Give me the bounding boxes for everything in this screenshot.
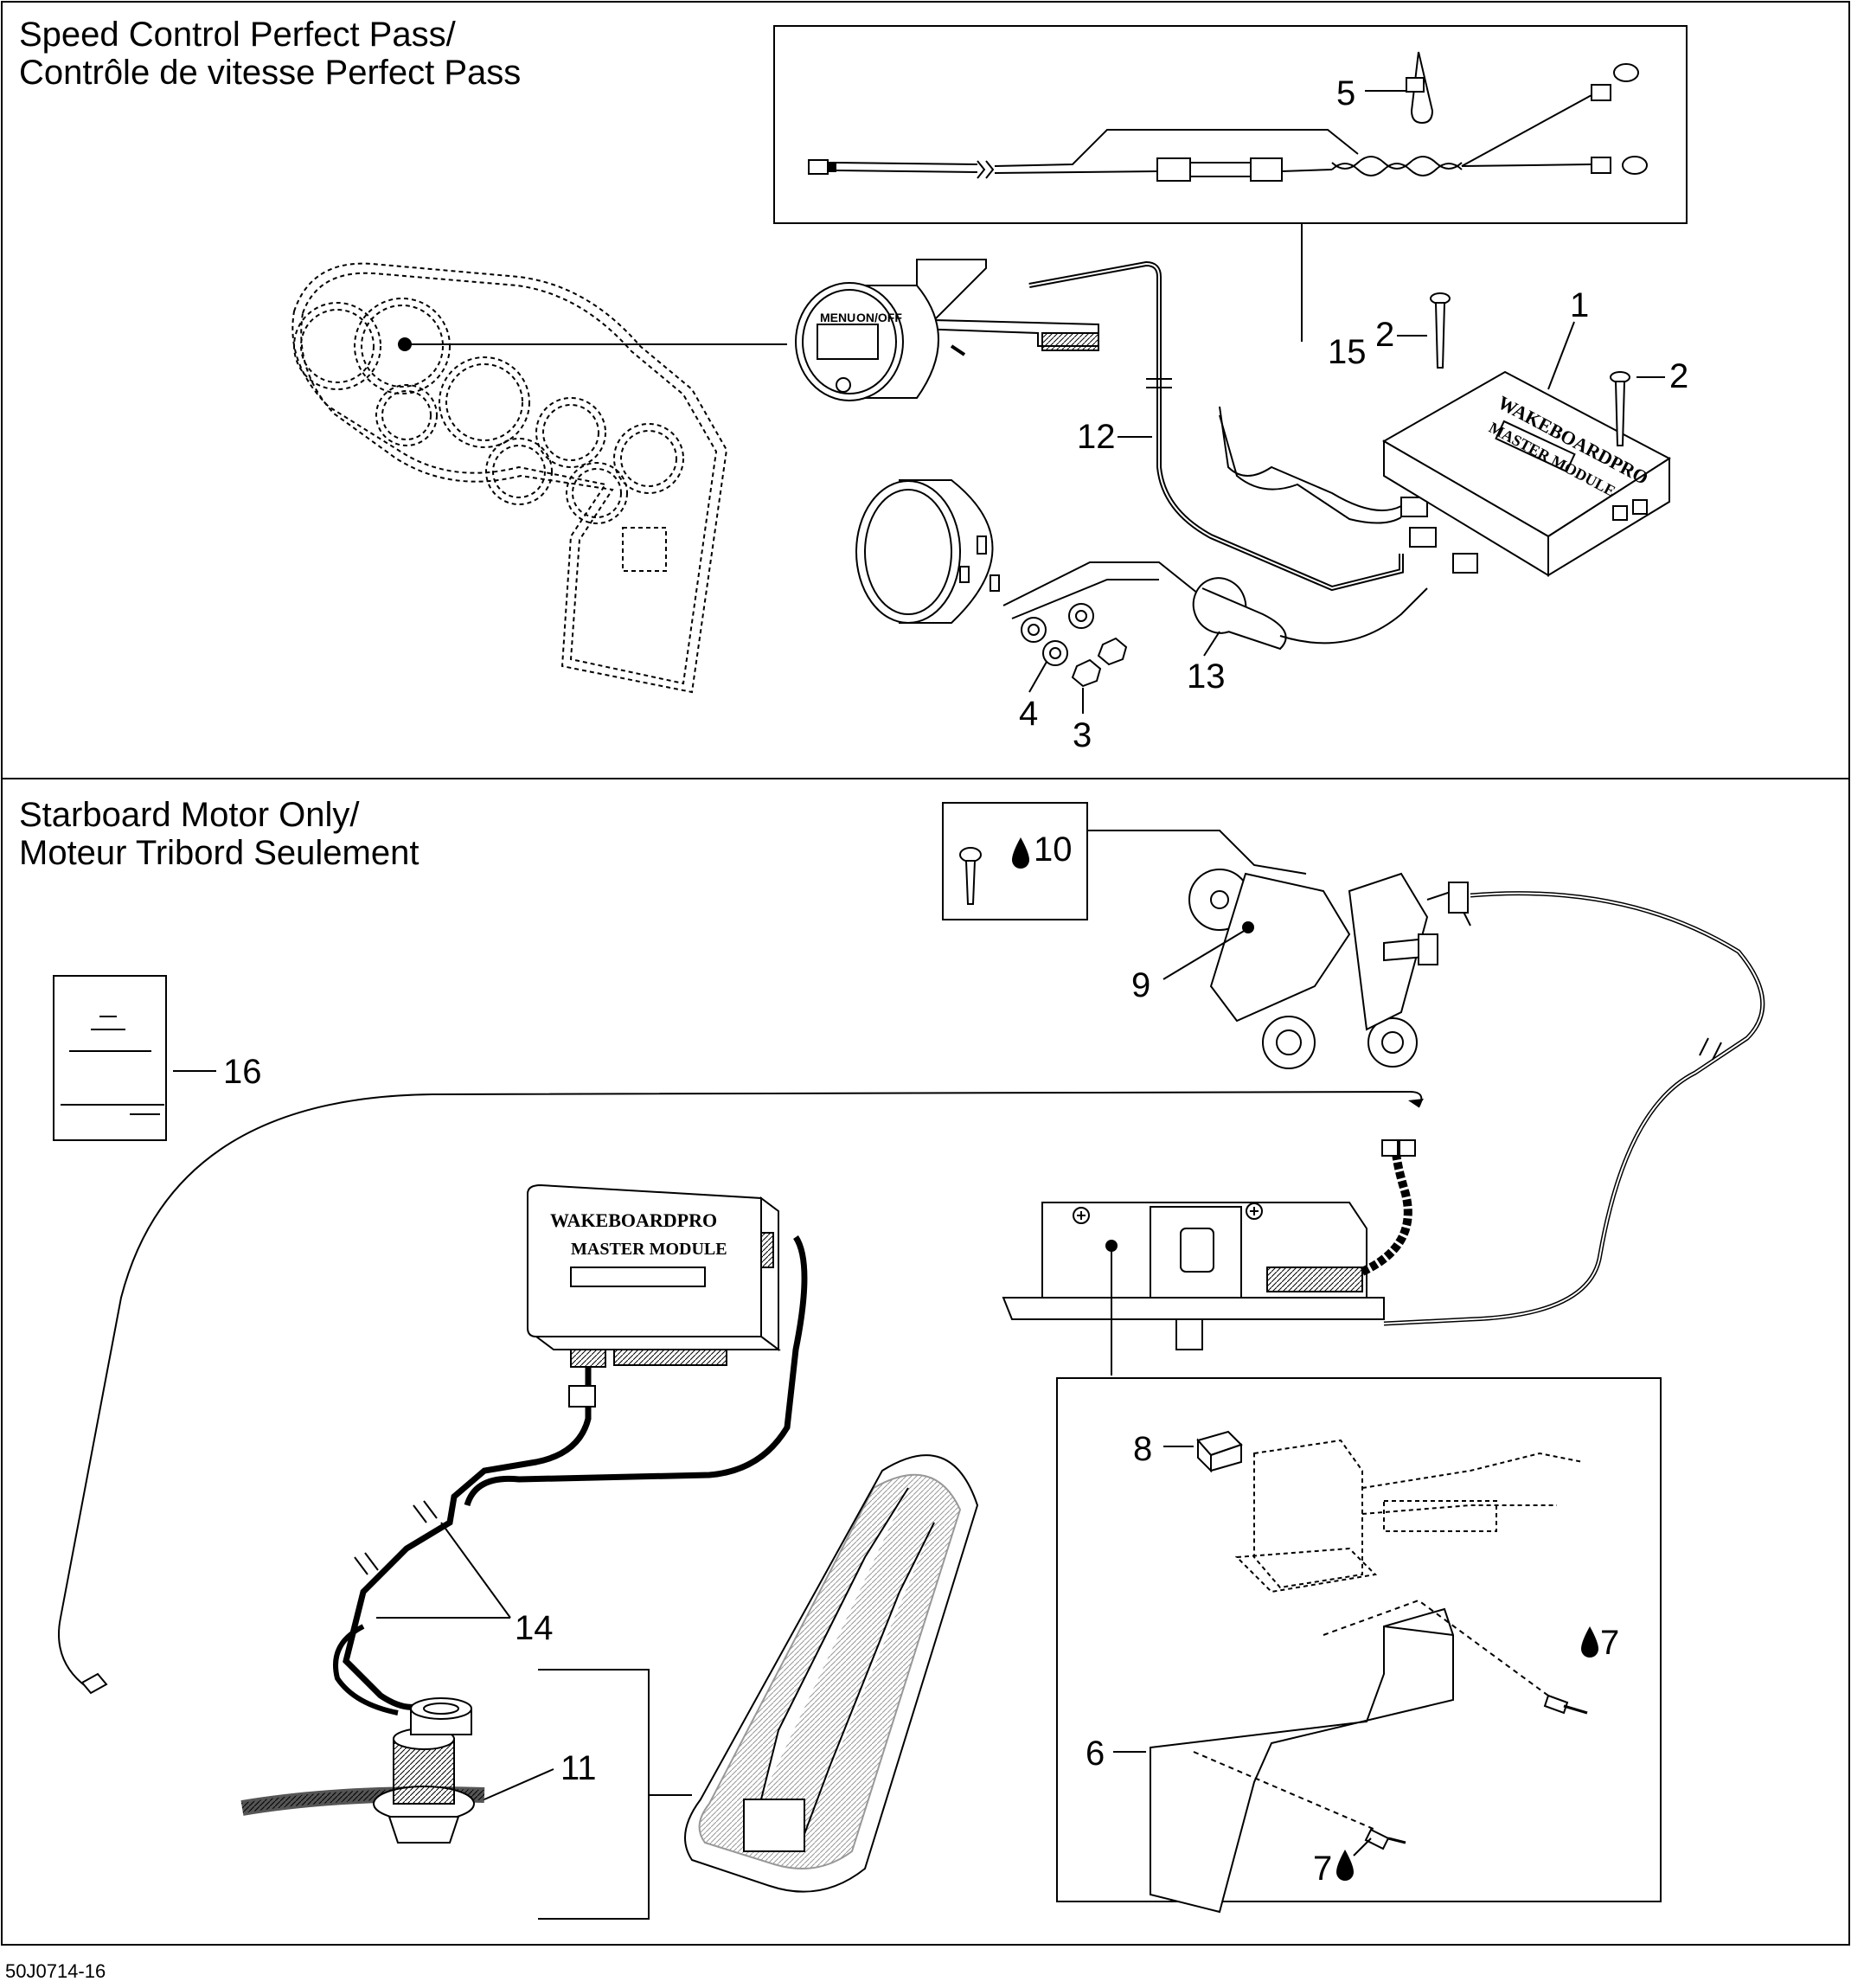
screw-2a (1430, 292, 1451, 369)
module-connector-low (1452, 553, 1478, 574)
screw-2b (1610, 371, 1630, 446)
harness-bottom-c (333, 1624, 399, 1715)
servo-connector-b (1399, 1139, 1416, 1157)
leader-9 (1162, 929, 1246, 980)
servo-connector-a (1381, 1139, 1399, 1157)
leader-14 (376, 1522, 511, 1619)
outer-frame (1, 1, 1850, 1946)
section-bottom-title-line2: Moteur Tribord Seulement (19, 834, 420, 872)
module-wiring (1219, 406, 1402, 511)
master-module-top (1381, 370, 1671, 577)
section-top-title-line2: Contrôle de vitesse Perfect Pass (19, 54, 522, 92)
throttle-cable-inner (1383, 892, 1764, 1324)
callout-11: 11 (560, 1749, 597, 1787)
display-cable-break (1146, 378, 1172, 388)
section-bottom-title: Starboard Motor Only/ Moteur Tribord Seu… (19, 796, 419, 872)
callout-1: 1 (1570, 286, 1589, 324)
callout-4: 4 (1019, 695, 1038, 733)
servo-dashed-unit (1234, 1439, 1584, 1594)
display-unit (795, 259, 1099, 401)
harness-bottom-b (464, 1235, 808, 1507)
drop-icon (1012, 837, 1029, 869)
speed-sensor-transducer (240, 1697, 485, 1844)
filter-tube (1279, 587, 1428, 644)
callout-14: 14 (515, 1609, 554, 1647)
throttle-cable-break (1699, 1037, 1722, 1061)
throttle-assembly (1188, 869, 1471, 1069)
dashboard-outline (291, 262, 728, 694)
module-wiring-2 (1219, 414, 1402, 524)
leader-7b (1353, 1837, 1372, 1857)
callout-2a: 2 (1375, 316, 1394, 354)
leader-4 (1028, 661, 1047, 693)
hull-bracket-line (538, 1669, 692, 1920)
speedometer-gauge (855, 479, 1000, 624)
harness-inset (773, 25, 1688, 224)
bottom-module-model: MASTER MODULE (571, 1240, 727, 1259)
callout-2b: 2 (1669, 357, 1688, 395)
leader-11 (484, 1768, 554, 1800)
display-menu-label: MENU (820, 311, 855, 324)
display-onoff-label: ON/OFF (856, 311, 902, 324)
dashed-screw-path-b (1193, 1751, 1376, 1831)
callout-8: 8 (1133, 1430, 1152, 1468)
harness-bottom-a (343, 1367, 592, 1710)
throttle-cable (1383, 891, 1765, 1326)
callout-6: 6 (1086, 1735, 1105, 1773)
servo-bracket-assembly (1002, 1202, 1385, 1350)
owners-guide-doc (53, 975, 167, 1141)
callout-10: 10 (1034, 830, 1073, 869)
drop-icon-7b (1336, 1850, 1354, 1881)
callout-9: 9 (1131, 966, 1150, 1004)
servo-inset (1056, 1377, 1662, 1902)
boat-hull (684, 1454, 979, 1893)
callout-3: 3 (1073, 716, 1092, 754)
leader-1 (1547, 321, 1575, 390)
pad-8 (1196, 1430, 1243, 1473)
drop-icon-7a (1581, 1626, 1598, 1658)
routing-arc-arrow (1408, 1099, 1424, 1107)
servo-harness (1360, 1139, 1412, 1276)
module-connector-top (1400, 497, 1428, 517)
mounting-bracket (1150, 1607, 1454, 1914)
screw-7b (1364, 1828, 1406, 1850)
callout-7b: 7 (1313, 1850, 1332, 1888)
harness-connector (568, 1385, 596, 1408)
callout-16: 16 (223, 1053, 262, 1091)
callout-15: 15 (1328, 333, 1367, 371)
inline-filter (1192, 577, 1287, 651)
screw-7a (1543, 1694, 1588, 1715)
callout-5: 5 (1336, 74, 1355, 112)
harness-breaks (354, 1500, 438, 1575)
bottom-module-brand: WAKEBOARDPRO (550, 1209, 717, 1231)
washers-nuts (1021, 603, 1128, 688)
callout-7a: 7 (1600, 1624, 1619, 1662)
callout-13: 13 (1187, 657, 1226, 696)
leader-13 (1203, 631, 1220, 657)
lube-inset (942, 802, 1307, 920)
display-cable-inner (1028, 262, 1402, 590)
section-top-title: Speed Control Perfect Pass/ Contrôle de … (19, 16, 521, 92)
section-top-title-line1: Speed Control Perfect Pass/ (19, 16, 456, 54)
gauge-leads (1002, 561, 1203, 619)
master-module-bottom (527, 1183, 781, 1368)
diagram-code: 50J0714-16 (5, 1960, 106, 1982)
callout-12: 12 (1077, 418, 1116, 456)
terminal-end (80, 1672, 108, 1695)
section-bottom-title-line1: Starboard Motor Only/ (19, 796, 360, 834)
module-connector-mid (1409, 527, 1437, 548)
routing-arc (58, 1090, 1423, 1688)
